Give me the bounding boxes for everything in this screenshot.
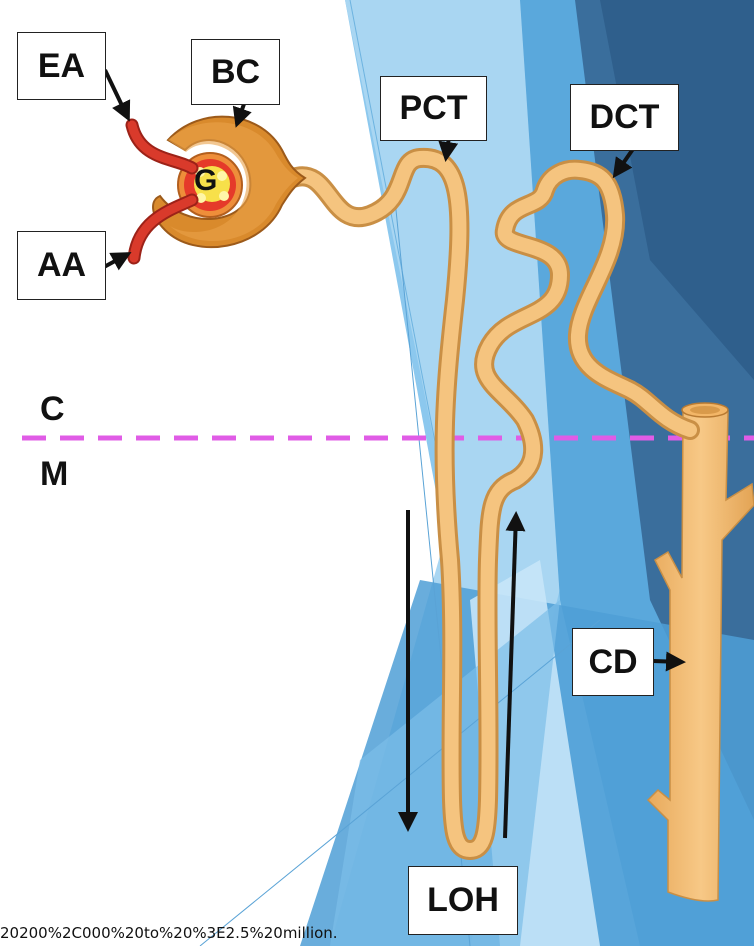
label-loh: LOH (408, 866, 518, 935)
zone-medulla-label: M (40, 455, 69, 493)
source-caption: 20200%2C000%20to%20%3E2.5%20million. (0, 924, 338, 942)
renal-tubule (283, 147, 700, 860)
label-cd: CD (572, 628, 654, 696)
label-bc: BC (191, 39, 280, 105)
label-aa: AA (17, 231, 106, 300)
arterioles (125, 118, 199, 265)
collecting-duct (646, 402, 754, 902)
label-ea: EA (17, 32, 106, 100)
label-dct: DCT (570, 84, 679, 151)
renal-corpuscle (152, 115, 307, 249)
zone-cortex-label: C (40, 390, 65, 428)
label-pct: PCT (380, 76, 487, 141)
label-g: G (194, 164, 218, 197)
